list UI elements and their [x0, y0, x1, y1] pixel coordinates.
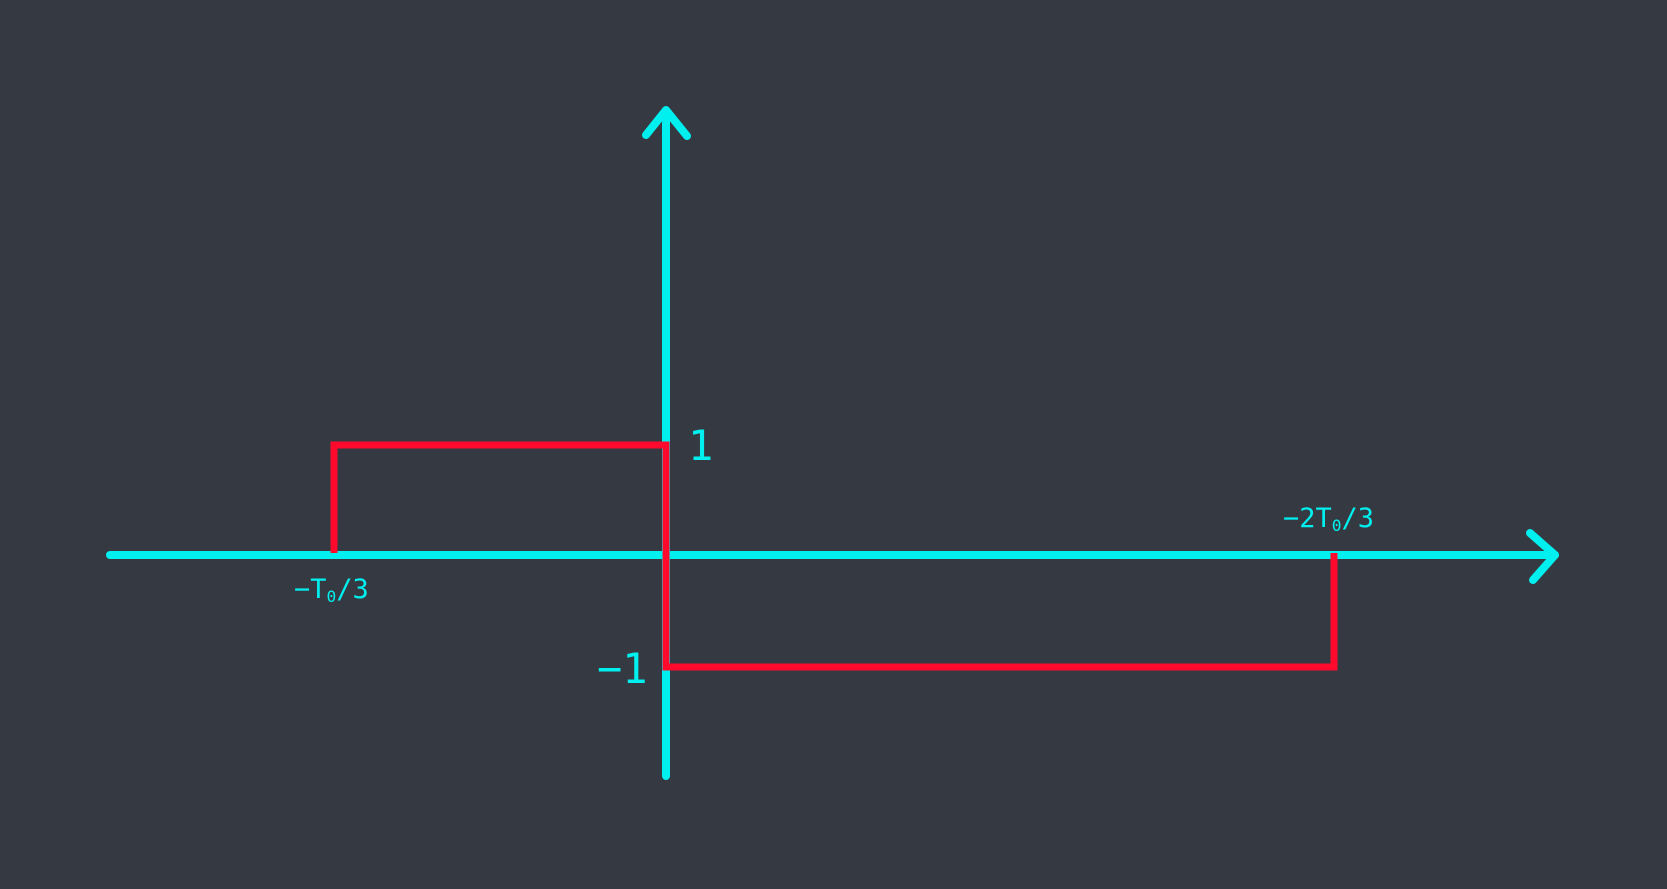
- y-axis-arrowhead: [642, 106, 691, 140]
- x-tick-label-left: −T0/3: [294, 574, 369, 607]
- y-tick-label-positive: 1: [688, 421, 714, 470]
- positive-pulse: [330, 441, 670, 555]
- y-tick-label-negative: −1: [597, 644, 648, 693]
- negative-pulse: [662, 553, 1338, 671]
- x-axis-arrowhead: [1526, 529, 1559, 584]
- x-tick-label-right: −2T0/3: [1283, 503, 1375, 536]
